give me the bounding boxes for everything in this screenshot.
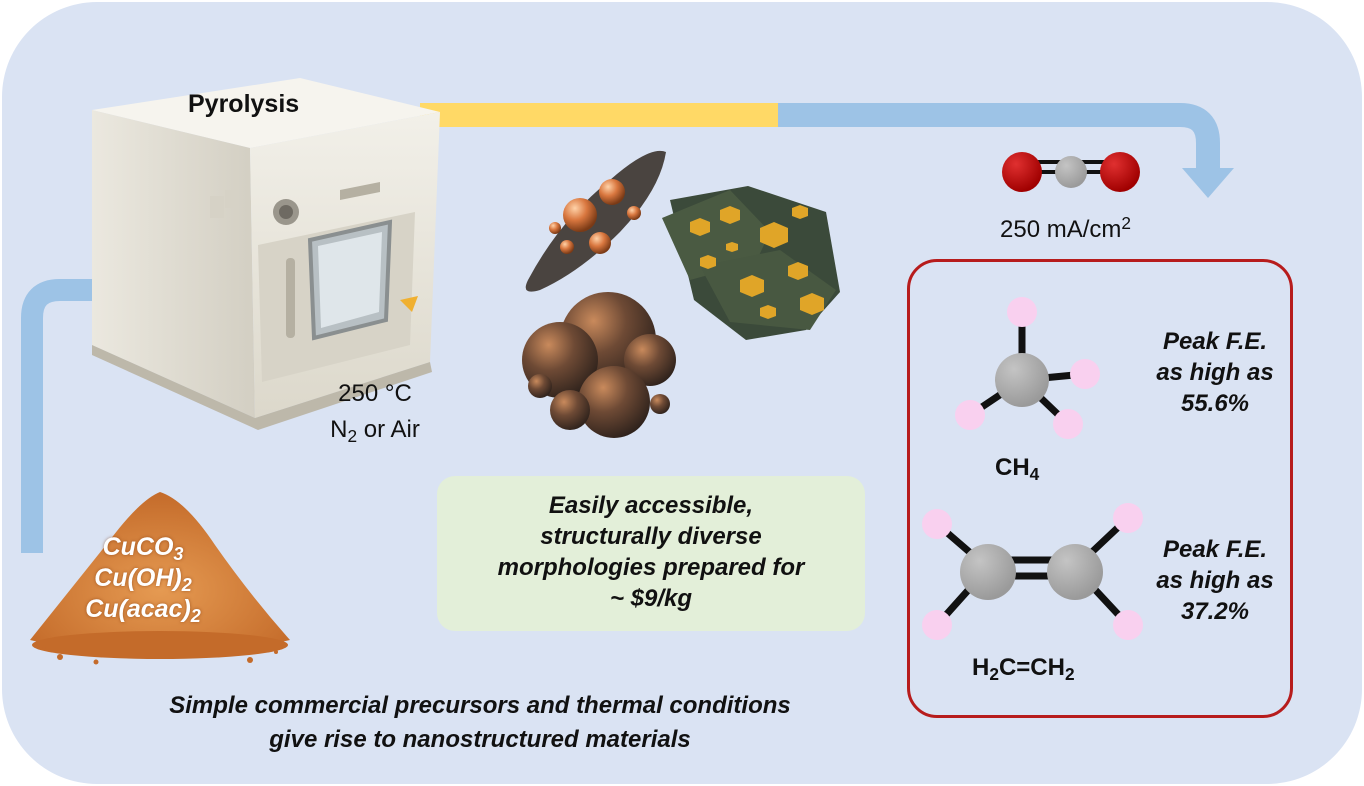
- precursor-subscript: 2: [181, 575, 192, 596]
- precursor-list: CuCO3 Cu(OH)2 Cu(acac)2: [48, 532, 238, 625]
- precursor-item: Cu(OH)2: [48, 563, 238, 594]
- ethylene-label: H2C=CH2: [972, 654, 1075, 682]
- fe-line: as high as: [1156, 359, 1274, 386]
- sphere-cluster-morphology-icon: [522, 292, 676, 438]
- ethylene-fe-block: Peak F.E. as high as 37.2%: [1140, 534, 1290, 627]
- caption-line-1: Simple commercial precursors and thermal…: [169, 692, 791, 719]
- atmosphere-rest: or Air: [357, 416, 420, 443]
- ethylene-label-part: H: [972, 654, 990, 681]
- current-density-value: 250 mA/cm: [1000, 216, 1122, 243]
- precursor-name: Cu(acac): [85, 595, 191, 623]
- precursor-item: Cu(acac)2: [48, 594, 238, 625]
- fe-line: Peak F.E.: [1162, 536, 1268, 563]
- methane-label-subscript: 4: [1029, 463, 1040, 484]
- pyrolysis-label: Pyrolysis: [188, 90, 300, 118]
- methane-label-part: CH: [995, 454, 1030, 481]
- precursor-subscript: 3: [173, 544, 184, 565]
- sheet-morphology-icon: [662, 186, 840, 340]
- temperature-label: 250 °C: [338, 380, 412, 407]
- co2-molecule-icon: [1002, 152, 1140, 192]
- methane-atoms: [955, 297, 1100, 439]
- ethylene-label-subscript: 2: [1064, 663, 1075, 684]
- fe-line: as high as: [1156, 567, 1274, 594]
- copper-precursor-powder-icon: [30, 492, 290, 665]
- fe-value: 55.6%: [1180, 390, 1250, 417]
- ethylene-label-part: C=CH: [998, 654, 1065, 681]
- morphology-line: structurally diverse: [540, 523, 762, 550]
- current-density-label: 250 mA/cm2: [1000, 213, 1131, 244]
- atmosphere-main: N: [330, 416, 348, 443]
- ethylene-label-subscript: 2: [989, 663, 999, 684]
- fe-line: Peak F.E.: [1162, 328, 1268, 355]
- morphology-summary-box: Easily accessible, structurally diverse …: [437, 476, 865, 631]
- methane-label: CH4: [995, 454, 1039, 482]
- precursor-name: Cu(OH): [94, 564, 182, 592]
- spindle-morphology-icon: [525, 150, 666, 292]
- atmosphere-subscript: 2: [347, 425, 358, 446]
- atmosphere-label: N2 or Air: [300, 416, 450, 444]
- current-density-superscript: 2: [1121, 213, 1131, 234]
- oven-to-product-arrow: [420, 103, 1234, 198]
- precursor-item: CuCO3: [48, 532, 238, 563]
- pyrolysis-oven-icon: [92, 78, 440, 430]
- caption-line-2: give rise to nanostructured materials: [269, 726, 691, 753]
- ethylene-atoms: [922, 503, 1143, 640]
- morphology-line: ~ $9/kg: [609, 585, 693, 612]
- morphology-line: Easily accessible,: [548, 492, 754, 519]
- precursor-name: CuCO: [102, 533, 174, 561]
- methane-fe-block: Peak F.E. as high as 55.6%: [1140, 326, 1290, 419]
- morphology-line: morphologies prepared for: [497, 554, 805, 581]
- precursor-subscript: 2: [190, 606, 201, 627]
- products-box: [907, 259, 1293, 718]
- fe-value: 37.2%: [1180, 598, 1250, 625]
